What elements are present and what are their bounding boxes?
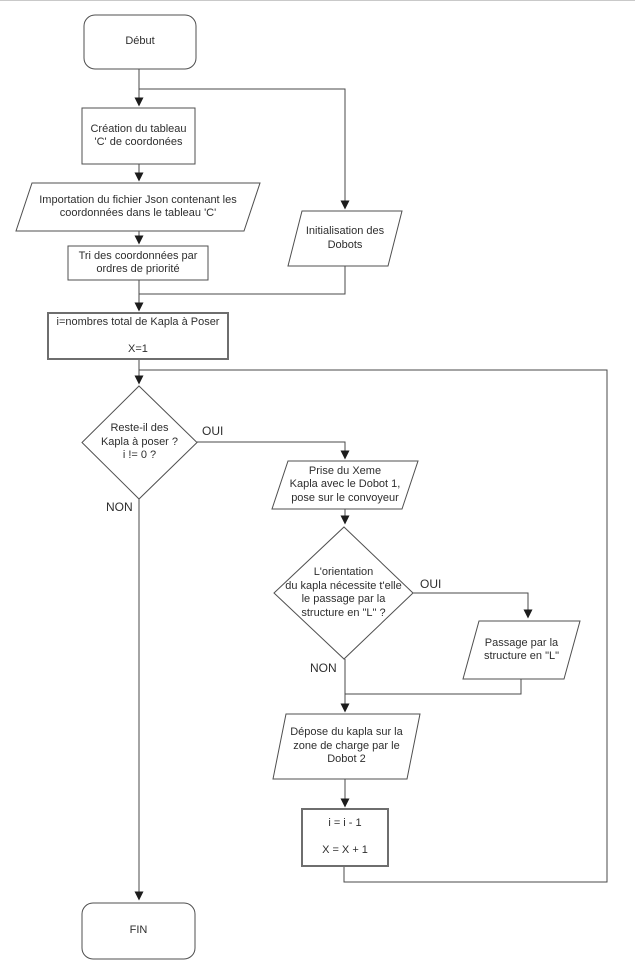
edge-passage-merge (345, 679, 522, 695)
decision-orientation-shape (273, 526, 414, 660)
edge-oui-passage (413, 592, 533, 619)
debut-terminator-shape (83, 14, 197, 70)
passage-io-shape (462, 620, 581, 680)
fin-terminator-shape (81, 902, 196, 960)
edge-oui-prise (197, 441, 350, 460)
edge-loop-back (139, 369, 608, 883)
increment-process-shape (301, 808, 389, 867)
initialisation-io-shape (287, 210, 403, 267)
importation-io-shape (15, 182, 261, 232)
edge-debut-initialisation (139, 88, 350, 210)
creation-process-shape (81, 107, 196, 165)
edge-initialisation-merge (139, 266, 346, 295)
prise-io-shape (271, 460, 419, 510)
depose-io-shape (272, 713, 421, 780)
compteur-process-shape (47, 312, 229, 360)
decision-reste-shape (81, 385, 198, 500)
tri-process-shape (67, 245, 209, 281)
